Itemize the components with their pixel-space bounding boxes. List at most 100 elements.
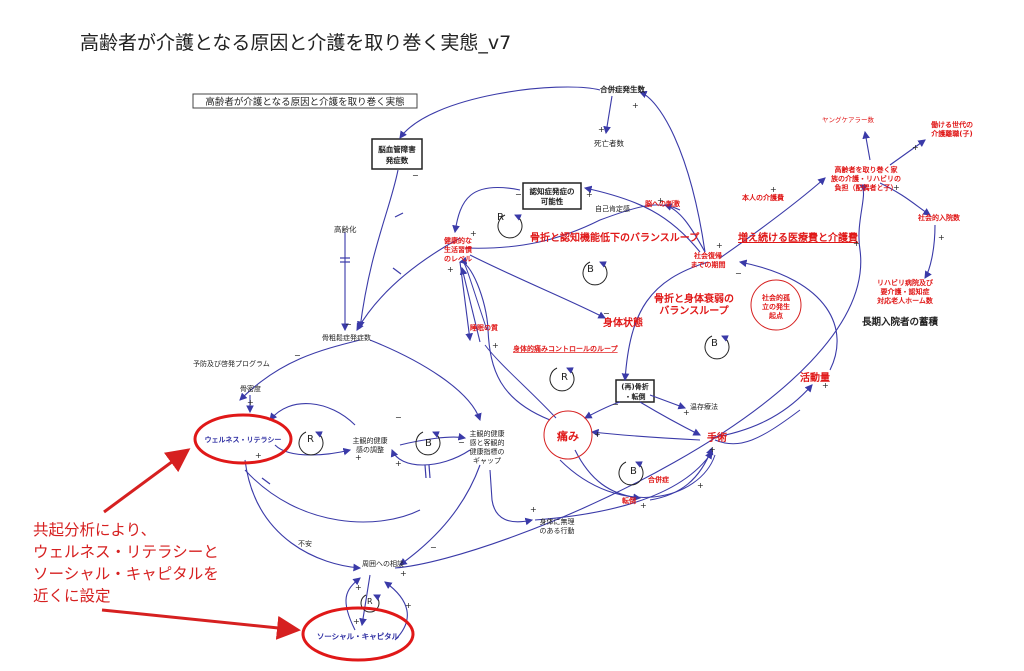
annotation-line2: ウェルネス・リテラシーと: [33, 543, 219, 561]
svg-text:+: +: [594, 430, 601, 439]
node-complication: 合併症: [647, 475, 669, 484]
node-working-2: 介護離職(子): [930, 129, 972, 138]
black-labels: 合併症発生数 死亡者数 脳血管障害 発症数 認知症発症の 可能性 自己肯定感 高…: [193, 84, 939, 568]
svg-text:+: +: [400, 569, 407, 578]
refracture-box: [615, 379, 655, 403]
svg-text:+: +: [893, 183, 900, 192]
svg-text:+: +: [770, 185, 777, 194]
node-healthy-1: 健康的な: [444, 236, 472, 245]
pain-circle: [543, 410, 593, 460]
annotation-line4: 近くに設定: [33, 587, 111, 605]
cerebro-box: [371, 138, 423, 170]
svg-text:+: +: [912, 143, 919, 152]
node-rehab-3: 対応老人ホーム数: [876, 296, 934, 305]
svg-text:+: +: [586, 190, 593, 199]
node-conservative: 温存療法: [690, 402, 718, 411]
node-gap-2: 感と客観的: [470, 438, 505, 447]
svg-text:+: +: [683, 408, 690, 417]
svg-text:+: +: [355, 453, 362, 462]
loop-b3: B: [425, 438, 432, 449]
node-surgery: 手術: [707, 431, 727, 444]
node-family-1: 高齢者を取り巻く家: [835, 165, 899, 174]
node-osteo-count: 骨粗鬆症発症数: [322, 333, 371, 342]
delay-marks: [261, 212, 431, 485]
loop-b1: B: [587, 264, 594, 275]
node-brain-stim: 脳への刺激: [644, 199, 680, 208]
node-long-stay: 長期入院者の蓄積: [862, 316, 939, 328]
node-rehab-1: リハビリ病院及び: [877, 278, 934, 287]
node-osteoporosis: 骨密度: [240, 384, 261, 393]
social-isolation-3: 起点: [768, 311, 783, 320]
wellness-ellipse: [193, 413, 293, 465]
node-rehab-2: 要介護・認知症: [881, 287, 930, 296]
node-social-capital: ソーシャル・キャピタル: [317, 631, 400, 641]
svg-text:+: +: [255, 451, 262, 460]
loop-icons: [298, 214, 730, 613]
svg-text:−: −: [412, 171, 419, 180]
svg-text:+: +: [598, 125, 605, 134]
social-isolation-1: 社会的孤: [761, 293, 790, 302]
svg-text:+: +: [530, 505, 537, 514]
svg-text:+: +: [697, 481, 704, 490]
svg-text:+: +: [853, 239, 860, 248]
svg-text:+: +: [938, 233, 945, 242]
rising-cost-label: 増え続ける医療費と介護費: [738, 231, 858, 244]
node-overexertion-1: 身体に無理: [540, 517, 575, 526]
node-social-return-1: 社会復帰: [693, 251, 722, 260]
svg-text:−: −: [612, 400, 619, 409]
signs: + + − − + − + + + − − + + + + + + + − + …: [247, 101, 945, 626]
svg-text:+: +: [640, 501, 647, 510]
loop-r3: R: [307, 434, 314, 445]
body-loop-label-1: 骨折と身体衰弱の: [654, 292, 734, 305]
annotation-line3: ソーシャル・キャピタルを: [33, 565, 219, 583]
node-self-care: 本人の介護費: [741, 193, 784, 202]
social-capital-ellipse: [301, 606, 415, 662]
annotation-arrows: [101, 448, 301, 640]
node-overexertion-2: のある行動: [540, 526, 575, 535]
node-cerebro-1: 脳血管障害: [377, 144, 416, 154]
node-death-count: 死亡者数: [594, 138, 624, 148]
svg-text:+: +: [247, 398, 254, 407]
node-aging: 高齢化: [334, 224, 357, 234]
dementia-box: [522, 182, 582, 210]
node-self-esteem: 自己肯定感: [595, 204, 630, 213]
node-gap-1: 主観的健康: [470, 429, 505, 438]
loop-r2: R: [561, 372, 568, 383]
node-fall: 転倒: [622, 496, 636, 505]
loop-labels: R B B R R B B R: [307, 212, 718, 606]
svg-text:−: −: [735, 269, 742, 278]
node-refracture-1: (再)骨折: [621, 382, 648, 391]
node-prevention: 予防及び啓発プログラム: [193, 359, 270, 368]
node-family-3: 負担（配偶者と子）: [835, 183, 898, 192]
loop-r1: R: [497, 212, 504, 223]
node-dementia-2: 可能性: [541, 196, 564, 206]
social-isolation-2: 立の発生: [762, 302, 790, 311]
node-complication-count: 合併症発生数: [600, 84, 645, 94]
node-wellness: ウェルネス・リテラシー: [205, 435, 282, 444]
svg-text:−: −: [395, 413, 402, 422]
svg-text:−: −: [345, 320, 352, 329]
svg-text:−: −: [458, 438, 465, 447]
node-healthy-3: のレベル: [444, 255, 472, 263]
svg-text:−: −: [294, 351, 301, 360]
loop-b2: B: [711, 338, 718, 349]
node-consult: 周囲への相談: [362, 559, 404, 568]
svg-text:−: −: [515, 190, 522, 199]
annotation-line1: 共起分析により、: [33, 521, 156, 539]
node-physical-state: 身体状態: [603, 316, 643, 329]
node-family-2: 族の介護・リハビリの: [831, 174, 901, 183]
node-adjust-1: 主観的健康: [353, 436, 388, 445]
loop-b4: B: [630, 466, 637, 477]
svg-text:+: +: [405, 601, 412, 610]
node-anxiety: 不安: [298, 539, 312, 548]
svg-text:+: +: [395, 459, 402, 468]
fracture-loop-label: 骨折と認知機能低下のバランスループ: [530, 231, 700, 244]
svg-text:+: +: [822, 381, 829, 390]
node-cerebro-2: 発症数: [385, 155, 409, 165]
svg-text:+: +: [716, 241, 723, 250]
arrows: [239, 86, 936, 641]
node-young-carer: ヤングケアラー数: [822, 115, 875, 124]
node-gap-4: ギャップ: [473, 457, 501, 465]
node-social-return-2: までの期間: [691, 260, 726, 269]
red-labels: 脳への刺激 健康的な 生活習慣 のレベル 骨折と認知機能低下のバランスループ 社…: [444, 115, 973, 505]
